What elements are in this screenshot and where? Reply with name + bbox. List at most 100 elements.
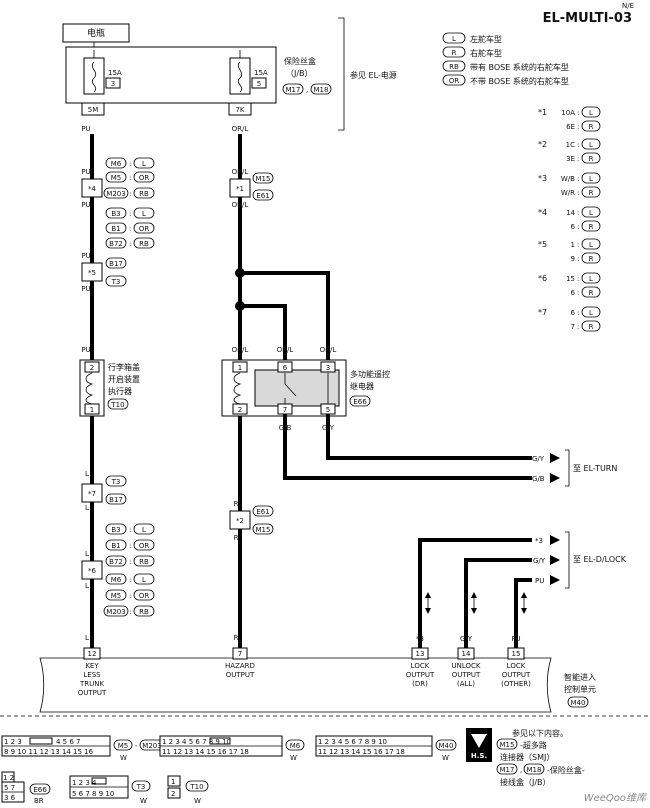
svg-text:B72: B72 [109, 240, 123, 248]
svg-text:9: 9 [571, 255, 575, 263]
svg-text:继电器: 继电器 [350, 381, 374, 391]
svg-text::: : [577, 109, 579, 117]
svg-text:5 7: 5 7 [4, 784, 15, 792]
svg-text:,: , [306, 86, 308, 94]
to-el-turn: G/Y G/B 至 EL-TURN [532, 449, 617, 487]
svg-text:(ALL): (ALL) [457, 680, 475, 688]
svg-text:W: W [120, 754, 127, 762]
fuse-box-bracket [338, 17, 345, 131]
svg-text:7: 7 [238, 650, 242, 658]
svg-text:*4: *4 [88, 185, 97, 193]
watermark: WeeQoo维库 [584, 792, 648, 804]
svg-text:连接器（SMJ）: 连接器（SMJ） [500, 752, 554, 762]
svg-text:,: , [520, 766, 522, 774]
connector-face-m5-m203: 1 2 3 4 5 6 7 8 9 10 11 12 13 14 15 16 M… [1, 735, 165, 762]
svg-text:(OTHER): (OTHER) [501, 680, 531, 688]
svg-text:M5: M5 [118, 742, 129, 750]
svg-text:R: R [452, 49, 457, 57]
svg-text:L: L [589, 241, 593, 249]
svg-text::: : [129, 526, 131, 534]
svg-text:OR/L: OR/L [232, 168, 249, 176]
svg-text:左舵车型: 左舵车型 [470, 34, 502, 44]
svg-text:11 12 13 14 15 16 17 18: 11 12 13 14 15 16 17 18 [162, 748, 249, 756]
svg-text::: : [129, 160, 131, 168]
svg-text:（J/B）: （J/B） [286, 69, 313, 78]
svg-text:PU: PU [81, 201, 90, 209]
svg-text:PU: PU [511, 635, 520, 643]
svg-text:PU: PU [81, 168, 90, 176]
svg-text:M6: M6 [290, 742, 301, 750]
svg-text:H.S.: H.S. [471, 752, 487, 760]
fuse-box-label: 保险丝盒 [284, 56, 316, 66]
svg-text:L: L [589, 275, 593, 283]
svg-text:W: W [194, 797, 201, 805]
svg-text:L: L [589, 175, 593, 183]
svg-text:*3: *3 [416, 635, 424, 643]
svg-text:R: R [589, 289, 594, 297]
smart-entry-control-unit: L R *3 G/Y PU 12 KEY LESS TRUNK OUTPUT 7… [39, 635, 596, 713]
svg-text:行李箱盖: 行李箱盖 [108, 362, 140, 372]
svg-text:3: 3 [326, 364, 330, 372]
svg-text:OR: OR [139, 542, 150, 550]
svg-text:2: 2 [238, 406, 242, 414]
svg-text:M15: M15 [256, 526, 271, 534]
svg-text:执行器: 执行器 [108, 386, 132, 396]
svg-text:R: R [238, 639, 243, 647]
svg-text::: : [577, 209, 579, 217]
junction-5 [81, 262, 103, 282]
svg-text:-保险丝盒-: -保险丝盒- [547, 765, 585, 775]
svg-text:3 6: 3 6 [4, 794, 16, 802]
svg-text:R: R [589, 255, 594, 263]
svg-text:PU: PU [81, 252, 90, 260]
battery-label: 电瓶 [87, 27, 105, 39]
svg-text::: : [577, 275, 579, 283]
battery-box [62, 23, 130, 43]
svg-text:-: - [135, 742, 138, 750]
svg-text:R: R [234, 534, 239, 542]
svg-text:15: 15 [512, 650, 521, 658]
svg-text:8 9 10 11 12 13 14 15 16: 8 9 10 11 12 13 14 15 16 [4, 748, 94, 756]
svg-text:M18: M18 [527, 766, 542, 774]
svg-text:L: L [142, 160, 146, 168]
bidirectional-arrows [425, 592, 527, 614]
svg-text:2: 2 [171, 790, 175, 798]
svg-text:*3: *3 [538, 174, 547, 183]
svg-text:7K: 7K [235, 106, 244, 114]
svg-text:1 2 3 4 5 6 7 8 9 10: 1 2 3 4 5 6 7 8 9 10 [318, 738, 387, 746]
svg-text:M17: M17 [500, 766, 515, 774]
svg-text:L: L [589, 209, 593, 217]
fuse1-body [83, 57, 105, 95]
svg-text::: : [129, 592, 131, 600]
svg-text:6: 6 [283, 364, 288, 372]
svg-text:*1: *1 [538, 108, 547, 117]
svg-text:W/B: W/B [561, 175, 575, 183]
connector-face-e66: 1 2 5 7 3 6 E66 BR [1, 771, 51, 805]
junction-2 [229, 510, 251, 530]
svg-text:1: 1 [571, 241, 575, 249]
fuse2-terminal [228, 102, 252, 116]
fuse1-num: 3 [111, 80, 115, 88]
svg-text:G/Y: G/Y [460, 635, 473, 643]
svg-text:L: L [85, 634, 89, 642]
svg-text:6: 6 [571, 223, 576, 231]
svg-text:控制单元: 控制单元 [564, 684, 596, 694]
svg-text:RB: RB [139, 608, 149, 616]
svg-text:LOCK: LOCK [411, 662, 430, 670]
svg-text:5 6 7 8 9 10: 5 6 7 8 9 10 [72, 790, 114, 798]
svg-text:*2: *2 [236, 517, 244, 525]
junction-7 [81, 483, 103, 503]
svg-text:G/Y: G/Y [533, 557, 546, 565]
svg-text:PU: PU [81, 285, 90, 293]
svg-text:RB: RB [449, 63, 459, 71]
svg-text:OR/L: OR/L [320, 346, 337, 354]
svg-text:T3: T3 [111, 278, 121, 286]
svg-text:右舵车型: 右舵车型 [470, 48, 502, 58]
multi-remote-relay: OR/L OR/L 1 6 3 2 7 5 多功能遥控 继电器 E66 G/B … [221, 346, 532, 480]
svg-text:*5: *5 [538, 240, 547, 249]
svg-text::: : [577, 241, 579, 249]
svg-text::: : [129, 210, 131, 218]
svg-text:RB: RB [139, 558, 149, 566]
svg-text:5M: 5M [88, 106, 99, 114]
svg-text:R: R [234, 634, 239, 642]
svg-text:BR: BR [34, 797, 44, 805]
